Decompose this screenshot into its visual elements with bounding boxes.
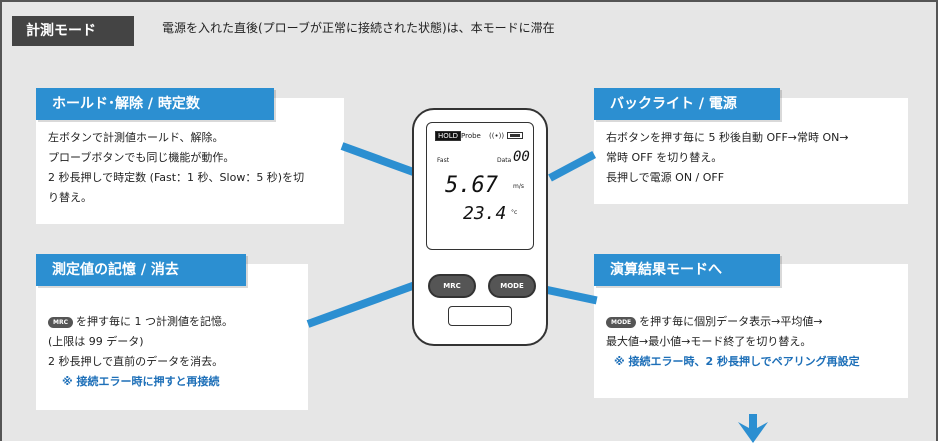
connector-backlight [548, 150, 597, 182]
backlight-card: バックライト / 電源 右ボタンを押す毎に 5 秒後自動 OFF→常時 ON→ … [594, 88, 908, 204]
data-label: Data [497, 157, 512, 164]
device-screen: HOLD Probe ((•)) Fast Data 00 5.67 m/s 2… [426, 122, 534, 250]
temp-unit: °c [511, 209, 518, 216]
result-line-2: 最大値→最小値→モード終了を切り替え。 [606, 335, 812, 348]
result-card-title: 演算結果モードへ [594, 254, 780, 286]
wireless-icon: ((•)) [489, 132, 505, 140]
velocity-value: 5.67 [445, 173, 498, 198]
mode-description: 電源を入れた直後(プローブが正常に接続された状態)は、本モードに滞在 [162, 21, 555, 35]
mode-pill-icon: MODE [606, 316, 637, 328]
velocity-unit: m/s [513, 183, 524, 190]
connector-hold [340, 142, 419, 178]
backlight-line-3: 長押しで電源 ON / OFF [606, 171, 725, 184]
device-slot [448, 306, 512, 326]
result-line-1-text: を押す毎に個別データ表示→平均値→ [639, 315, 823, 328]
backlight-card-body: 右ボタンを押す毎に 5 秒後自動 OFF→常時 ON→ 常時 OFF を切り替え… [606, 128, 849, 188]
memory-line-2: (上限は 99 データ) [48, 335, 144, 348]
hold-card-title: ホールド･解除 / 時定数 [36, 88, 274, 120]
mrc-button[interactable]: MRC [428, 274, 476, 298]
memory-line-1-text: を押す毎に 1 つ計測値を記憶。 [76, 315, 233, 328]
backlight-card-title: バックライト / 電源 [594, 88, 780, 120]
result-note: ※ 接続エラー時、2 秒長押しでペアリング再設定 [614, 355, 860, 368]
memory-card-title: 測定値の記憶 / 消去 [36, 254, 246, 286]
hold-card: ホールド･解除 / 時定数 左ボタンで計測値ホールド、解除。 プローブボタンでも… [36, 88, 344, 224]
hold-line-2: プローブボタンでも同じ機能が動作。 [48, 151, 235, 164]
temp-value: 23.4 [463, 203, 507, 224]
hold-line-3: 2 秒長押しで時定数 (Fast：1 秒、Slow：5 秒)を切 [48, 171, 305, 184]
mode-button[interactable]: MODE [488, 274, 536, 298]
memory-line-3: 2 秒長押しで直前のデータを消去。 [48, 355, 224, 368]
backlight-line-2: 常時 OFF を切り替え。 [606, 151, 723, 164]
data-number: 00 [513, 149, 530, 165]
hold-card-body: 左ボタンで計測値ホールド、解除。 プローブボタンでも同じ機能が動作。 2 秒長押… [48, 128, 304, 208]
device-illustration: HOLD Probe ((•)) Fast Data 00 5.67 m/s 2… [412, 108, 548, 346]
mode-tab: 計測モード [12, 16, 134, 46]
backlight-line-1: 右ボタンを押す毎に 5 秒後自動 OFF→常時 ON→ [606, 131, 849, 144]
battery-icon [507, 132, 523, 139]
hold-line-4: り替え。 [48, 191, 92, 204]
fast-label: Fast [437, 157, 450, 164]
probe-label: Probe [461, 132, 481, 140]
connector-memory [306, 279, 423, 328]
mrc-pill-icon: MRC [48, 316, 73, 328]
memory-note: ※ 接続エラー時に押すと再接続 [62, 375, 220, 388]
arrow-down-icon [738, 414, 768, 443]
hold-line-1: 左ボタンで計測値ホールド、解除。 [48, 131, 224, 144]
hold-indicator: HOLD [435, 131, 462, 141]
